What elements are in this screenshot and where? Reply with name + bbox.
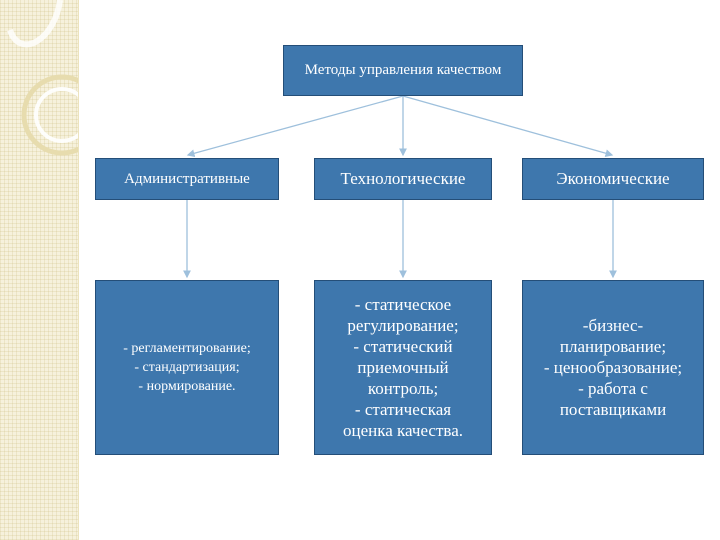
detail-economic: -бизнес- планирование; - ценообразование… bbox=[522, 280, 704, 455]
root-node-label: Методы управления качеством bbox=[305, 61, 502, 80]
detail-administrative: - регламентирование; - стандартизация; -… bbox=[95, 280, 279, 455]
connector-root-administrative bbox=[188, 96, 403, 155]
category-economic: Экономические bbox=[522, 158, 704, 200]
category-economic-label: Экономические bbox=[556, 169, 669, 189]
category-technological: Технологические bbox=[314, 158, 492, 200]
connector-root-economic bbox=[403, 96, 612, 155]
root-node: Методы управления качеством bbox=[283, 45, 523, 96]
category-administrative: Административные bbox=[95, 158, 279, 200]
detail-economic-text: -бизнес- планирование; - ценообразование… bbox=[544, 315, 682, 420]
category-administrative-label: Административные bbox=[124, 171, 250, 188]
detail-administrative-text: - регламентирование; - стандартизация; -… bbox=[123, 339, 251, 396]
category-technological-label: Технологические bbox=[341, 169, 466, 189]
detail-technological-text: - статическое регулирование; - статическ… bbox=[343, 294, 463, 441]
detail-technological: - статическое регулирование; - статическ… bbox=[314, 280, 492, 455]
